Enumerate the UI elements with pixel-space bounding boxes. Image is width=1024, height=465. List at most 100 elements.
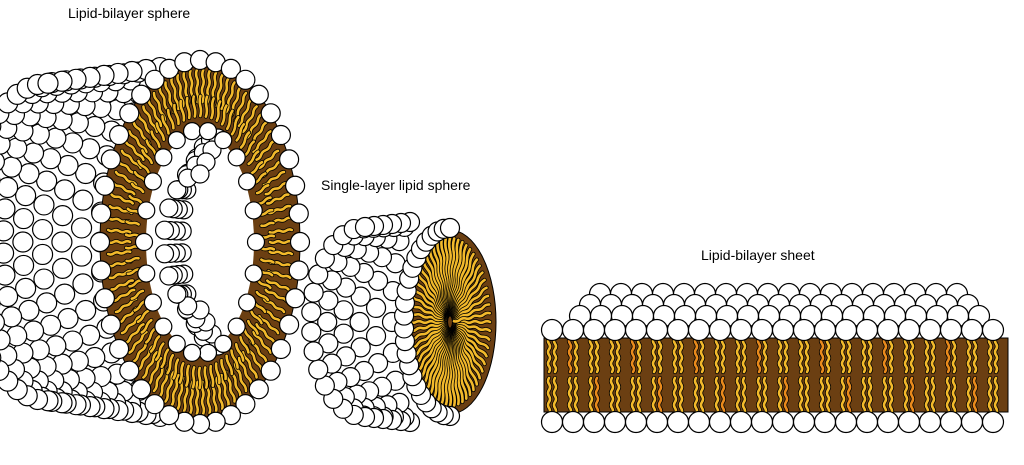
lipid-tail [882,336,888,374]
lipid-tail [672,376,678,416]
lipid-tail [264,181,288,196]
lipid-head [31,243,54,266]
lipid-head [12,207,35,230]
lipid-tail [573,336,579,374]
lipid-tail [909,376,915,416]
lipid-tail [867,376,873,416]
lipid-tail [588,336,594,374]
lipid-head [144,394,165,415]
lipid-tail [264,288,288,303]
lipid-head [159,198,179,218]
lipid-tail [804,376,810,416]
lipid-tail [120,149,142,170]
lipid-tail [110,279,134,291]
lipid-tail [945,376,951,416]
lipid-head [51,205,74,227]
lipid-head [708,318,732,342]
lipid-tail [798,336,804,374]
lipid-head [94,288,115,309]
lipid-tail [408,319,448,325]
lipid-head [33,268,55,290]
lipid-tail [651,336,657,374]
lipid-tail [840,336,846,374]
lipid-tail [257,196,272,205]
lipid-tail [903,336,909,374]
lipid-tail [945,336,951,374]
lipid-tail [204,95,209,118]
lipid-tail [128,194,143,204]
lipid-head [260,360,281,381]
lipid-tail [255,184,270,195]
lipid-head [0,242,15,264]
lipid-tail [137,159,150,174]
lipid-tail [133,299,147,312]
lipid-tail [930,336,936,374]
lipid-head [143,172,162,191]
lipid-head [771,410,795,434]
lipid-head [100,149,121,170]
lipid-head [238,172,257,191]
lipid-tail [825,376,831,416]
lipid-tail [191,95,197,118]
inner-leaflet-heads [134,122,266,362]
lipid-tail [230,115,240,136]
lipid-head [855,318,879,342]
lipid-tail [909,336,915,374]
lipid-head [91,260,112,281]
lipid-tail [552,376,558,416]
lipid-tail [170,77,180,111]
lipid-tail [609,376,615,416]
lipid-head [918,318,942,342]
lipid-head [270,338,292,360]
lipid-head [143,293,162,312]
lipid-tail [142,351,159,379]
lipid-head [154,148,173,167]
lipid-tail [756,376,762,416]
lipid-head [603,410,627,434]
lipid-tail [220,358,227,381]
lipid-tail [154,342,165,361]
lipid-tail [255,290,270,302]
lipid-tail [846,336,852,374]
lipid-tail [142,105,159,133]
lipid-head [37,72,59,94]
lipid-tail [147,356,163,386]
lipid-tail [160,348,170,369]
lipid-head [70,217,93,239]
lipid-head [303,282,324,303]
lipid-head [54,179,76,201]
lipid-head [750,410,774,434]
lipid-head [33,194,55,216]
lipid-head [182,343,202,362]
lipid-head [248,379,269,400]
lipid-head [333,300,354,321]
lipid-tail [220,373,230,407]
outer-rim-heads [89,49,311,435]
lipid-head [813,410,837,434]
lipid-head [36,292,58,314]
lipid-tail [255,323,276,345]
lipid-tail [257,280,272,290]
lipid-head [0,359,10,381]
micelle-shell-heads [301,211,421,433]
lipid-head [365,297,387,319]
lipid-tail [161,115,170,135]
lipid-tail [588,376,594,416]
lipid-tail [241,351,258,379]
lipid-tail [110,193,134,205]
lipid-tail [124,323,145,345]
lipid-head [270,124,292,146]
lipid-tail [172,358,180,380]
lipid-head [855,410,879,434]
lipid-tail [225,109,234,131]
lipid-tail [230,349,239,369]
lipid-head [154,317,173,336]
lipid-head [154,220,175,240]
lipid-tail [741,376,747,416]
lipid-head [91,203,112,224]
lipid-tail [149,335,161,353]
lipid-tail [145,327,157,344]
lipid-tail [166,108,175,130]
lipid-head [158,404,180,426]
